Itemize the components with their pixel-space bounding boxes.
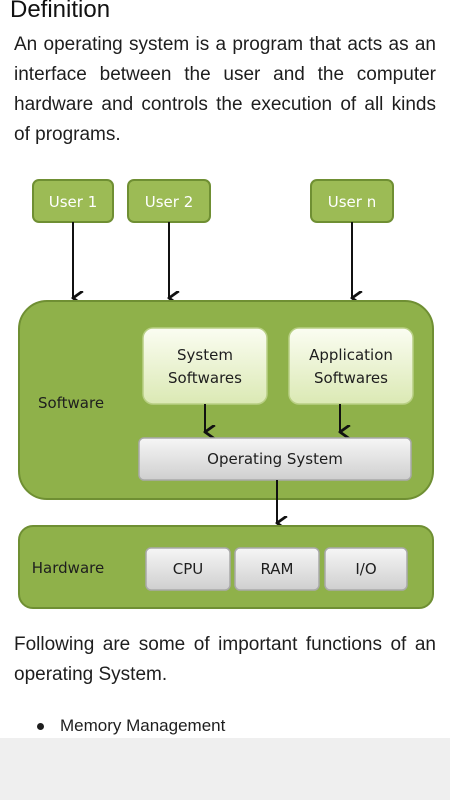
software-label: Software [38,394,104,412]
user-label-2: User 2 [145,193,194,211]
system-softwares-box: System Softwares [142,327,268,405]
hardware-label: Hardware [32,559,104,577]
application-softwares-line-1: Application [309,346,393,364]
cpu-label: CPU [173,560,204,578]
user-box-2: User 2 [127,179,211,223]
io-label: I/O [355,560,376,578]
bottom-bar [0,738,450,800]
ram-box: RAM [234,547,320,591]
user-label-n: User n [328,193,376,211]
io-box: I/O [324,547,408,591]
cpu-box: CPU [145,547,231,591]
ram-label: RAM [260,560,293,578]
bullet-text: Memory Management [60,716,226,735]
functions-intro-paragraph: Following are some of important function… [14,634,436,685]
bullet-dot [37,723,44,730]
user-box-1: User 1 [32,179,114,223]
operating-system-box: Operating System [138,437,412,481]
system-softwares-line-1: System [177,346,233,364]
application-softwares-line-2: Softwares [314,369,388,387]
os-architecture-diagram: User 1 User 2 User n Software System Sof… [0,170,450,615]
definition-paragraph: An operating system is a program that ac… [14,34,436,145]
operating-system-label: Operating System [207,450,343,468]
system-softwares-line-2: Softwares [168,369,242,387]
user-box-n: User n [310,179,394,223]
page-title: Definition [10,0,111,23]
hardware-panel: Hardware CPU RAM I/O [18,525,434,609]
user-label-1: User 1 [49,193,98,211]
application-softwares-box: Application Softwares [288,327,414,405]
software-panel: Software System Softwares Application So… [18,300,434,500]
